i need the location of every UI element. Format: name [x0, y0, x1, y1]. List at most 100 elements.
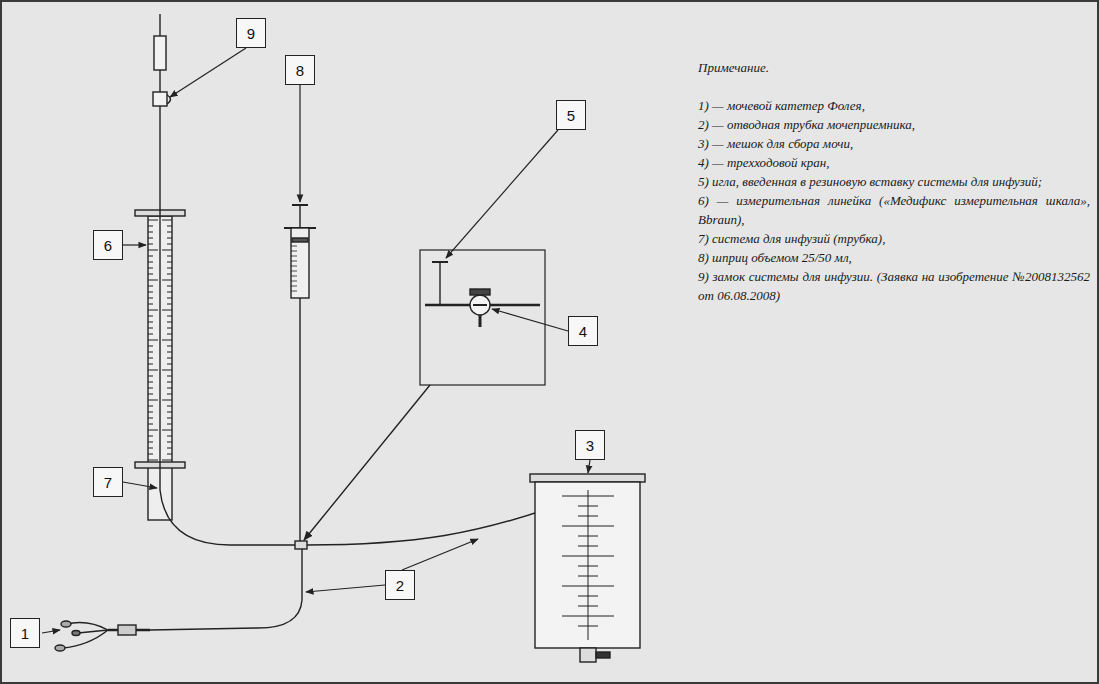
- note-item: 6) — измерительная линейка («Медификс из…: [698, 191, 1090, 229]
- scale-tick: [291, 256, 297, 257]
- scale-tick: [148, 370, 158, 371]
- scale-tick: [167, 352, 172, 353]
- scale-tick: [148, 226, 153, 227]
- scale-tick: [167, 454, 172, 455]
- callout-number: 4: [579, 324, 587, 339]
- scale-tick: [148, 322, 153, 323]
- scale-tick: [162, 400, 172, 401]
- callout-number: 2: [396, 578, 404, 593]
- scale-tick: [148, 376, 153, 377]
- scale-tick: [291, 261, 297, 262]
- callout-number: 7: [104, 475, 112, 490]
- note-item: 1) — мочевой катетер Фолея,: [698, 96, 1090, 115]
- scale-tick: [167, 328, 172, 329]
- scale-tick: [562, 556, 614, 557]
- scale-tick: [562, 526, 614, 527]
- scale-tick: [291, 276, 297, 277]
- scale-tick: [148, 400, 158, 401]
- note-item: 2) — отводная трубка мочеприемника,: [698, 115, 1090, 134]
- callout-number: 1: [21, 626, 29, 641]
- callout-box: 4: [568, 316, 598, 346]
- scale-tick: [167, 364, 172, 365]
- callout-box: 9: [236, 18, 266, 48]
- callout-number: 3: [586, 438, 594, 453]
- scale-tick: [167, 256, 172, 257]
- note-block: Примечание.1) — мочевой катетер Фолея,2)…: [698, 58, 1090, 305]
- scale-tick: [167, 316, 172, 317]
- scale-tick: [291, 281, 297, 282]
- scale-tick: [578, 506, 598, 507]
- callout-number: 9: [247, 26, 255, 41]
- scale-tick: [148, 292, 153, 293]
- scale-tick: [167, 424, 172, 425]
- scale-tick: [167, 394, 172, 395]
- scale-tick: [148, 310, 158, 311]
- note-item: 9) замок системы для инфузии. (Заявка на…: [698, 267, 1090, 305]
- scale-tick: [167, 406, 172, 407]
- scale-tick: [291, 251, 297, 252]
- callout-box: 7: [93, 467, 123, 497]
- scale-tick: [148, 286, 153, 287]
- scale-tick: [148, 394, 153, 395]
- scale-tick: [167, 262, 172, 263]
- callout-box: 6: [93, 230, 123, 260]
- scale-tick: [162, 280, 172, 281]
- scale-tick: [148, 220, 158, 221]
- scale-tick: [291, 266, 297, 267]
- scale-tick: [167, 232, 172, 233]
- callout-number: 8: [296, 63, 304, 78]
- note-item: 5) игла, введенная в резиновую вставку с…: [698, 172, 1090, 191]
- leader-lines: [42, 48, 590, 633]
- scale-tick: [167, 442, 172, 443]
- infusion-tube: [160, 106, 300, 545]
- drainage-tube: [150, 549, 302, 630]
- scale-tick: [148, 364, 153, 365]
- scale-tick: [291, 246, 297, 247]
- scale-tick: [148, 346, 153, 347]
- valve-inset: [420, 250, 545, 385]
- callout-box: 3: [575, 430, 605, 460]
- scale-tick: [148, 382, 153, 383]
- scale-tick: [162, 370, 172, 371]
- scale-tick: [578, 576, 598, 577]
- scale-tick: [167, 346, 172, 347]
- scale-tick: [167, 286, 172, 287]
- scale-tick: [578, 566, 598, 567]
- scale-tick: [562, 586, 614, 587]
- scale-tick: [148, 430, 158, 431]
- scale-tick: [162, 340, 172, 341]
- scale-tick: [148, 274, 153, 275]
- scale-tick: [148, 454, 153, 455]
- scale-tick: [167, 418, 172, 419]
- note-item: 8) шприц объемом 25/50 мл,: [698, 248, 1090, 267]
- scale-tick: [578, 606, 598, 607]
- scale-tick: [148, 238, 153, 239]
- scale-tick: [148, 256, 153, 257]
- scale-tick: [148, 388, 153, 389]
- scale-tick: [167, 436, 172, 437]
- scale-tick: [291, 271, 297, 272]
- callout-box: 5: [556, 100, 586, 130]
- note-item: 4) — трехходовой кран,: [698, 153, 1090, 172]
- scale-tick: [167, 334, 172, 335]
- scale-tick: [167, 412, 172, 413]
- scale-tick: [148, 424, 153, 425]
- scale-tick: [291, 291, 297, 292]
- scale-tick: [578, 546, 598, 547]
- scale-tick: [148, 244, 153, 245]
- scale-tick: [167, 448, 172, 449]
- scale-tick: [167, 322, 172, 323]
- foley-catheter: [55, 621, 150, 651]
- scale-tick: [148, 340, 158, 341]
- scale-tick: [148, 280, 158, 281]
- inset-leader: [304, 385, 430, 540]
- scale-tick: [148, 406, 153, 407]
- scale-tick: [167, 382, 172, 383]
- scale-tick: [167, 244, 172, 245]
- scale-tick: [148, 358, 153, 359]
- scale-tick: [148, 298, 153, 299]
- scale-tick: [148, 352, 153, 353]
- scale-tick: [167, 304, 172, 305]
- scale-tick: [148, 412, 153, 413]
